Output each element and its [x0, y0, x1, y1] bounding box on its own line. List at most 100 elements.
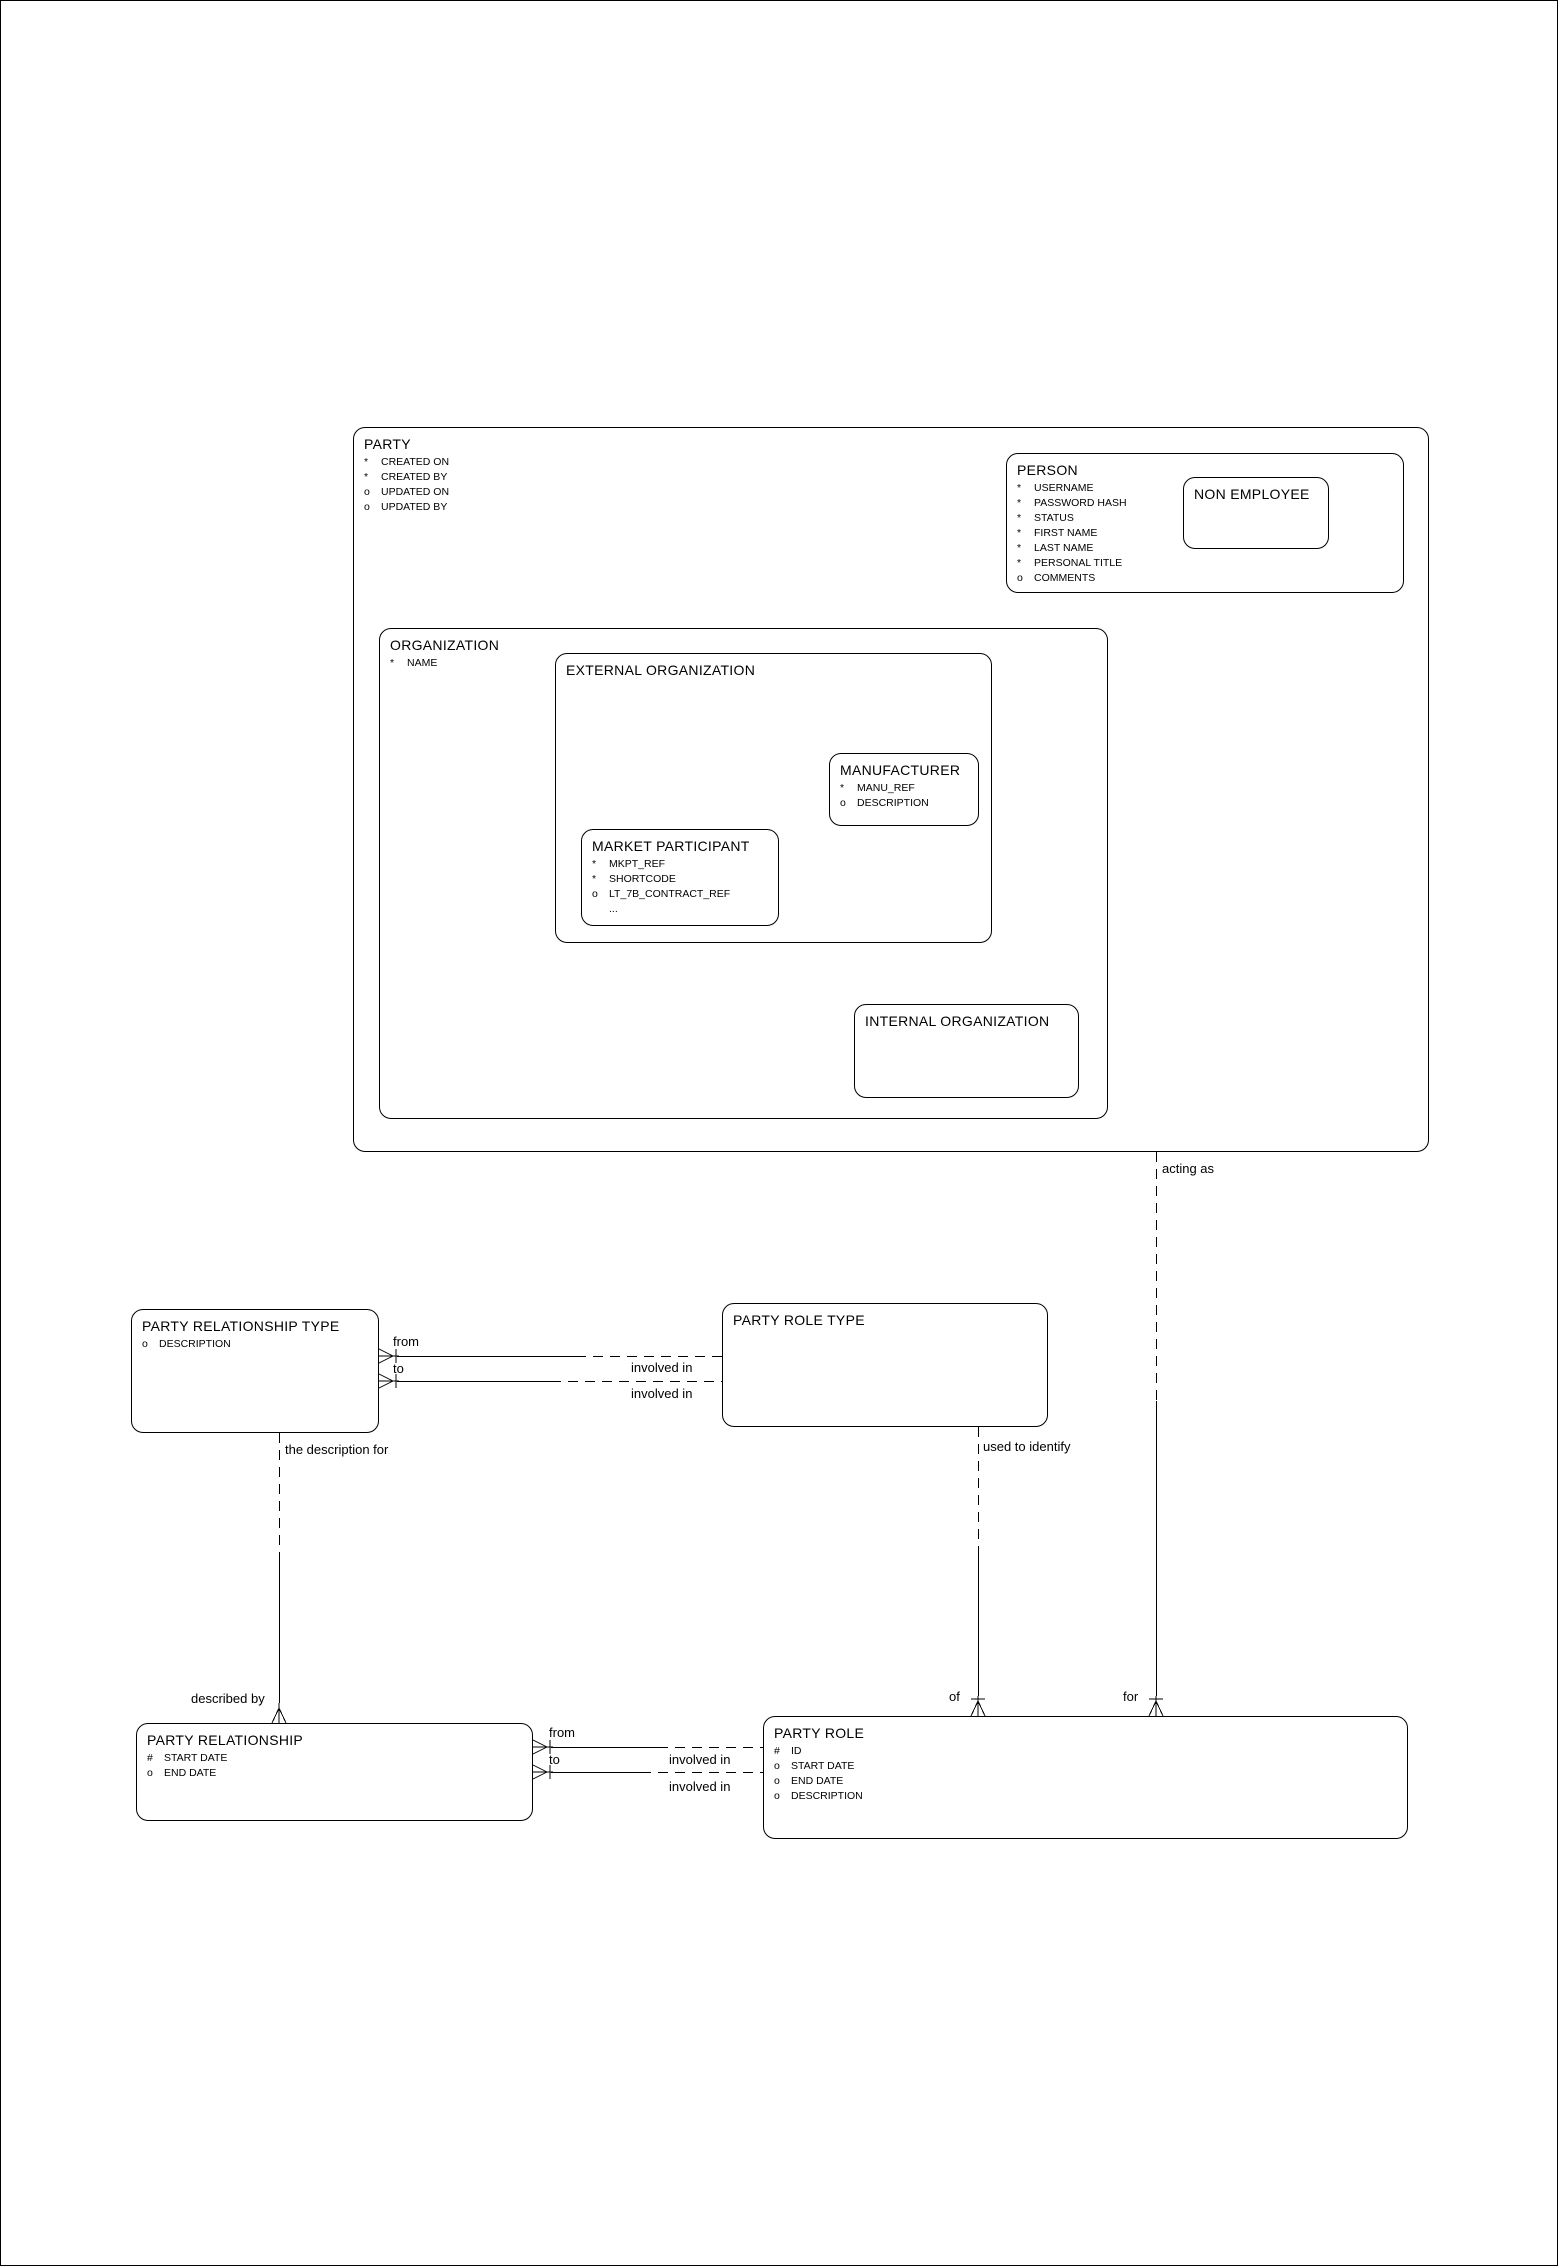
attribute-row: * CREATED ON	[364, 455, 1418, 470]
relationship-label-type-to: to	[393, 1361, 404, 1376]
attribute-name: END DATE	[164, 1767, 217, 1779]
attribute-optionality: o	[840, 797, 846, 809]
connector-relationship-from-line[interactable]	[551, 1747, 658, 1748]
entity-organization[interactable]: ORGANIZATION*NAME	[379, 628, 1108, 1119]
attribute-optionality: *	[592, 858, 597, 870]
entity-title: PARTY ROLE	[774, 1725, 865, 1741]
connector-relationship-to-line[interactable]	[551, 1772, 641, 1773]
attribute-optionality: o	[142, 1338, 148, 1350]
connector-type-to-line[interactable]	[397, 1381, 551, 1382]
attribute-row: o LT_7B_CONTRACT_REF	[592, 887, 768, 902]
connector-acting-as-line[interactable]	[1156, 1401, 1157, 1696]
attribute-name: PERSONAL TITLE	[1034, 557, 1123, 569]
entity-internal-organization[interactable]: INTERNAL ORGANIZATION	[854, 1004, 1079, 1098]
entity-party[interactable]: PARTY * CREATED ON * CREATED BY o UPDATED ON o U…	[353, 427, 1429, 1152]
attribute-row: * CREATED BY	[364, 470, 1418, 485]
connector-description-line[interactable]	[279, 1433, 280, 1557]
attribute-optionality	[592, 902, 609, 917]
attribute-list: *USERNAME*PASSWORD HASH*STATUS*FIRST NAM…	[1017, 481, 1393, 586]
entity-title: PARTY ROLE TYPE	[733, 1312, 865, 1328]
attribute-row: o START DATE	[774, 1759, 1397, 1774]
relationship-label-acting-as: acting as	[1162, 1161, 1215, 1176]
relationship-label-relationship-to: to	[549, 1752, 560, 1767]
attribute-list: *NAME	[390, 656, 1097, 671]
attribute-row: *STATUS	[1017, 511, 1393, 526]
attribute-optionality: o	[147, 1767, 153, 1779]
relationship-label-description: described by	[191, 1691, 265, 1706]
attribute-name: DESCRIPTION	[857, 797, 929, 809]
attribute-optionality: o	[774, 1775, 780, 1787]
attribute-optionality: o	[1017, 572, 1023, 584]
attribute-name: UPDATED ON	[381, 486, 450, 498]
attribute-name: FIRST NAME	[1034, 527, 1098, 539]
entity-title: MARKET PARTICIPANT	[592, 838, 750, 854]
crowfoot-icon	[271, 1703, 287, 1723]
crowfoot-icon	[1148, 1696, 1164, 1716]
entity-title: NON EMPLOYEE	[1194, 486, 1310, 502]
attribute-row: *USERNAME	[1017, 481, 1393, 496]
crowfoot-icon	[379, 1348, 399, 1364]
entity-title: EXTERNAL ORGANIZATION	[566, 662, 756, 678]
attribute-name: ID	[791, 1745, 802, 1757]
entity-title: PARTY	[364, 436, 411, 452]
attribute-row: *SHORTCODE	[592, 872, 768, 887]
connector-description-line[interactable]	[279, 1557, 280, 1703]
attribute-optionality: o	[774, 1790, 780, 1802]
relationship-label-used-to-identify: used to identify	[983, 1439, 1071, 1454]
crowfoot-icon	[533, 1739, 553, 1755]
attribute-optionality: *	[1017, 527, 1022, 539]
entity-non-employee[interactable]: NON EMPLOYEE	[1183, 477, 1329, 549]
attribute-name: USERNAME	[1034, 482, 1094, 494]
attribute-row: *LAST NAME	[1017, 541, 1393, 556]
attribute-optionality: o	[774, 1760, 780, 1772]
attribute-optionality: *	[1017, 557, 1022, 569]
attribute-optionality: *	[840, 782, 845, 794]
entity-external-organization[interactable]: EXTERNAL ORGANIZATION	[555, 653, 992, 943]
connector-acting-as-line[interactable]	[1156, 1152, 1157, 1401]
attribute-name: CREATED BY	[381, 471, 448, 483]
attribute-name: START DATE	[791, 1760, 855, 1772]
attribute-optionality: *	[1017, 512, 1022, 524]
connector-type-from-line[interactable]	[397, 1356, 576, 1357]
connector-used-to-identify-line[interactable]	[978, 1554, 979, 1696]
attribute-name: SHORTCODE	[609, 873, 676, 885]
connector-type-from-line[interactable]	[576, 1356, 722, 1357]
entity-title: INTERNAL ORGANIZATION	[865, 1013, 1050, 1029]
relationship-label-used-to-identify: of	[949, 1689, 960, 1704]
attribute-optionality: #	[774, 1745, 780, 1757]
attribute-name: DESCRIPTION	[159, 1338, 231, 1350]
entity-party-relationship-type[interactable]: PARTY RELATIONSHIP TYPE o DESCRIPTION	[131, 1309, 379, 1433]
connector-used-to-identify-line[interactable]	[978, 1427, 979, 1554]
connector-relationship-to-line[interactable]	[641, 1772, 763, 1773]
entity-title: PARTY RELATIONSHIP TYPE	[142, 1318, 340, 1334]
attribute-optionality: o	[592, 888, 598, 900]
attribute-optionality: *	[364, 456, 369, 468]
attribute-name: END DATE	[791, 1775, 844, 1787]
attribute-name: LAST NAME	[1034, 542, 1094, 554]
relationship-label-acting-as: for	[1123, 1689, 1139, 1704]
entity-person[interactable]: PERSON*USERNAME*PASSWORD HASH*STATUS*FIR…	[1006, 453, 1404, 593]
attribute-name: LT_7B_CONTRACT_REF	[609, 888, 731, 900]
relationship-label-relationship-from: from	[549, 1725, 575, 1740]
connector-relationship-from-line[interactable]	[658, 1747, 763, 1748]
entity-party-role-type[interactable]: PARTY ROLE TYPE	[722, 1303, 1048, 1427]
connector-type-to-line[interactable]	[551, 1381, 722, 1382]
attribute-optionality: *	[364, 471, 369, 483]
attribute-row: *MKPT_REF	[592, 857, 768, 872]
crowfoot-icon	[970, 1696, 986, 1716]
attribute-optionality: o	[364, 501, 370, 513]
attribute-optionality: *	[1017, 497, 1022, 509]
relationship-label-relationship-from: involved in	[669, 1752, 731, 1767]
attribute-name: CREATED ON	[381, 456, 450, 468]
